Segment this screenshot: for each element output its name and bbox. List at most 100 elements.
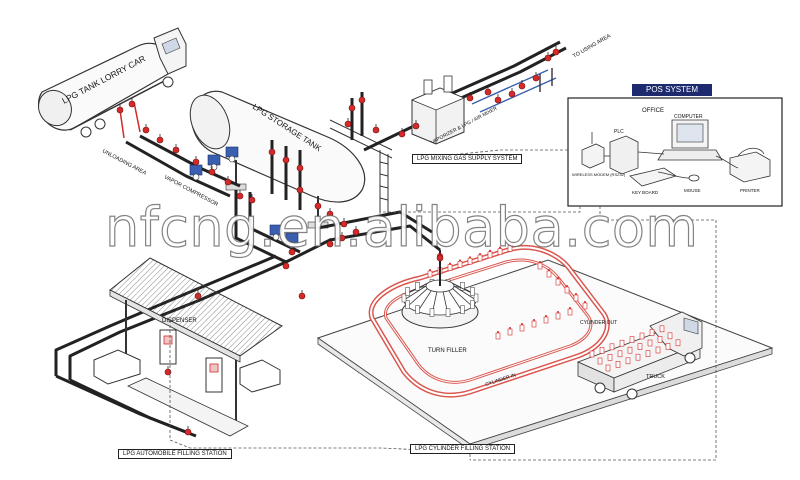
cylinder-icon <box>447 262 453 271</box>
valve-icon <box>224 176 232 186</box>
cylinder-icon <box>537 261 543 270</box>
cylinder-icon <box>609 343 615 351</box>
valve-icon <box>164 366 172 376</box>
cylinder-icon <box>507 243 513 252</box>
valve-icon <box>248 194 256 204</box>
vaporizer-mixer <box>410 75 466 145</box>
cylinder-icon <box>615 361 621 368</box>
cylinder-icon <box>487 249 493 259</box>
valve-icon <box>236 190 244 200</box>
cylinder-icon <box>625 357 631 365</box>
valve-icon <box>282 260 290 270</box>
pump-icon <box>207 154 221 171</box>
valve-icon <box>296 162 304 172</box>
cylinder-icon <box>519 323 525 332</box>
label-computer: COMPUTER <box>674 114 703 120</box>
cylinder-icon <box>495 331 501 340</box>
label-truck: TRUCK <box>646 374 665 380</box>
valve-icon <box>398 128 406 138</box>
valve-icon <box>142 124 150 134</box>
cylinder-icon <box>507 327 513 336</box>
cylinder-icon <box>647 339 653 347</box>
automobile-station <box>93 257 283 437</box>
valve-icon <box>358 94 366 104</box>
valve-icon <box>532 72 540 82</box>
valve-icon <box>282 154 290 164</box>
cylinder-icon <box>607 354 613 361</box>
cylinder-icon <box>629 336 635 343</box>
label-office: OFFICE <box>642 108 664 114</box>
valve-icon <box>348 102 356 112</box>
valve-icon <box>172 144 180 154</box>
cylinder-icon <box>605 364 611 372</box>
pipe-network <box>54 40 567 438</box>
cylinder-icon <box>657 336 663 343</box>
lpg-tank-lorry <box>38 27 187 139</box>
cylinder-icon <box>675 339 681 347</box>
valve-icon <box>288 246 296 256</box>
valve-icon <box>494 94 502 104</box>
valve-icon <box>484 86 492 96</box>
valve-icon <box>340 218 348 228</box>
valve-icon <box>338 232 346 242</box>
pumps <box>189 146 299 249</box>
valve-icon <box>314 200 322 210</box>
label-turn-filler: TURN FILLER <box>428 348 467 354</box>
cylinder-icon <box>599 347 605 354</box>
cylinder-icon <box>564 285 570 294</box>
label-wireless-modem: WIRELESS MODEM (RS232) <box>572 172 626 177</box>
cylinder-icon <box>617 350 623 358</box>
pump-icon <box>225 146 239 163</box>
cylinder-icon <box>637 343 643 350</box>
valve-icon <box>268 146 276 156</box>
valve-icon <box>352 226 360 236</box>
cylinder-icon <box>543 315 549 324</box>
label-mixing-gas-supply: LPG MIXING GAS SUPPLY SYSTEM <box>412 154 523 164</box>
valve-icon <box>436 252 444 262</box>
valve-icon <box>298 290 306 300</box>
cylinder-icon <box>555 311 561 320</box>
pos-system-panel <box>567 97 783 207</box>
cylinder-icon <box>582 301 588 310</box>
label-automobile-station: LPG AUTOMOBILE FILLING STATION <box>118 449 232 459</box>
valve-icon <box>372 124 380 134</box>
valve-icon <box>552 46 560 56</box>
label-key-board: KEY BOARD <box>632 190 659 195</box>
valve-icon <box>326 208 334 218</box>
cylinder-icon <box>567 307 573 316</box>
label-unloading-area: UNLOADING AREA <box>101 148 147 176</box>
cylinder-icon <box>457 259 463 268</box>
label-printer: PRINTER <box>740 188 761 193</box>
cylinder-icon <box>659 325 665 333</box>
label-to-using-area: TO USING AREA <box>572 33 612 60</box>
cylinder-icon <box>655 346 661 354</box>
valve-icon <box>156 134 164 144</box>
pos-system-title: POS SYSTEM <box>632 84 712 96</box>
valve-icon <box>544 52 552 62</box>
cylinder-icon <box>597 357 603 365</box>
cylinder-icon <box>619 339 625 347</box>
valve-icon <box>192 156 200 166</box>
cylinder-icon <box>589 350 595 358</box>
cylinder-icon <box>667 332 673 340</box>
cylinder-icon <box>427 269 433 278</box>
valve-icon <box>296 184 304 194</box>
cylinder-icon <box>467 256 473 265</box>
cylinder-icon <box>531 319 537 328</box>
valve-icon <box>128 98 136 108</box>
watermark: nfcng.en.alibaba.com <box>104 195 699 259</box>
label-dispenser: DISPENSER <box>162 318 197 324</box>
cylinder-icon <box>649 329 655 336</box>
valve-icon <box>518 80 526 90</box>
valve-icon <box>412 120 420 130</box>
cylinder-icon <box>645 350 651 357</box>
pump-icon <box>269 224 283 241</box>
cylinder-icon <box>546 269 552 278</box>
valve-icon <box>208 166 216 176</box>
cylinder-icon <box>665 343 671 350</box>
cylinder-icon <box>497 246 503 255</box>
cylinder-icon <box>555 277 561 286</box>
valve-icon <box>466 92 474 102</box>
cylinder-icon <box>635 353 641 361</box>
